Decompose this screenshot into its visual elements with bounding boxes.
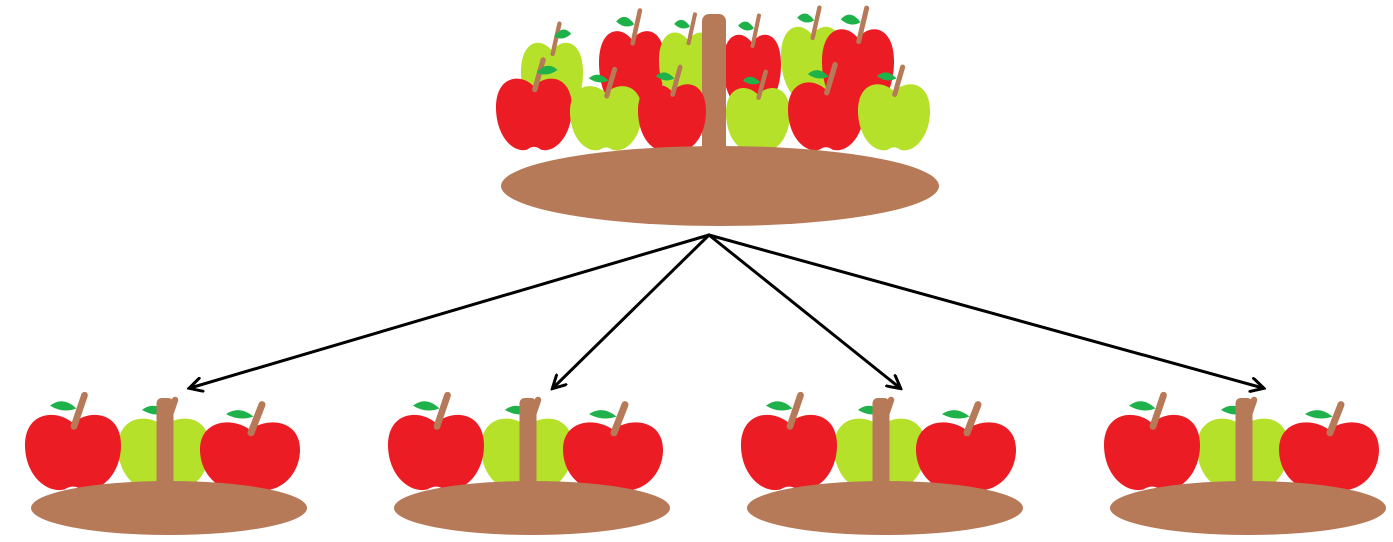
small-basket-3 (740, 391, 1023, 535)
basket-base (747, 481, 1023, 535)
apple-left (24, 391, 122, 491)
apple-body (569, 86, 643, 151)
apple-stem (70, 391, 88, 430)
apple-stem (824, 62, 838, 96)
arrow-to-small-basket-1 (190, 233, 711, 388)
apple-leaf (674, 19, 691, 29)
small-basket-2 (387, 391, 670, 535)
apple-stem (686, 12, 697, 46)
apple-front-5 (787, 62, 865, 151)
basket-handle (1235, 398, 1253, 495)
apple-body (199, 422, 301, 491)
apple-stem (550, 21, 562, 57)
apple-stem (756, 69, 768, 100)
apple-leaf (536, 65, 558, 75)
apple-leaf (49, 401, 77, 411)
large-basket (495, 5, 939, 226)
apple-stem (856, 5, 870, 45)
apple-leaf (1128, 401, 1156, 411)
apple-stem (610, 401, 629, 437)
apple-stem (963, 401, 982, 437)
small-basket-1 (24, 391, 307, 535)
apple-leaf (655, 72, 675, 81)
basket-base (394, 481, 670, 535)
apple-body (495, 78, 573, 151)
basket-handle (702, 14, 726, 160)
basket-base (1110, 481, 1386, 535)
apple-stem (1149, 391, 1167, 430)
apple-body (915, 422, 1017, 491)
apple-right (562, 401, 664, 491)
apple-stem (892, 64, 906, 97)
small-basket-4 (1103, 391, 1386, 535)
baskets-layer (24, 5, 1386, 535)
apple-front-2 (569, 66, 643, 151)
basket-handle (519, 398, 537, 495)
apple-body (740, 414, 838, 491)
apple-body (725, 88, 791, 151)
apple-leaf (765, 401, 793, 411)
apple-leaf (1305, 410, 1333, 419)
apple-right (1278, 401, 1380, 491)
apple-leaf (412, 401, 440, 411)
apple-body (637, 84, 707, 151)
apple-leaf (797, 13, 815, 23)
apple-body (24, 414, 122, 491)
apple-leaf (807, 70, 829, 79)
apple-leaf (738, 21, 755, 31)
apple-front-6 (857, 64, 931, 151)
arrow-to-small-basket-3 (707, 233, 900, 388)
apple-body (857, 84, 931, 151)
apple-body (387, 414, 485, 491)
apple-body (1103, 414, 1201, 491)
apple-left (387, 391, 485, 491)
apple-leaf (616, 16, 635, 27)
apple-leaf (589, 410, 617, 419)
apple-front-1 (495, 57, 573, 151)
apple-body (562, 422, 664, 491)
apple-stem (810, 5, 822, 41)
apple-leaf (840, 14, 861, 25)
apple-leaf (942, 410, 970, 419)
arrow-to-small-basket-2 (553, 233, 711, 388)
apple-stem (604, 66, 618, 99)
apple-left (740, 391, 838, 491)
apple-stem (1326, 401, 1345, 437)
apple-leaf (554, 29, 572, 39)
apple-stem (670, 64, 683, 97)
basket-handle (156, 398, 174, 495)
apple-stem (750, 13, 761, 49)
apple-stem (247, 401, 266, 437)
arrows-layer (190, 233, 1263, 388)
apple-leaf (876, 72, 897, 81)
basket-handle (872, 398, 890, 495)
apple-left (1103, 391, 1201, 491)
apple-leaf (588, 74, 609, 83)
apple-leaf (226, 410, 254, 419)
apple-stem (786, 391, 804, 430)
apple-front-3 (637, 64, 707, 151)
basket-base (31, 481, 307, 535)
basket-base (501, 146, 939, 226)
arrow-to-small-basket-4 (707, 233, 1263, 388)
apple-body (787, 82, 865, 151)
apple-leaf (742, 76, 761, 85)
apple-right (199, 401, 301, 491)
apple-front-4 (725, 69, 791, 151)
apple-right (915, 401, 1017, 491)
apple-stem (630, 8, 643, 46)
apple-stem (433, 391, 451, 430)
apple-body (1278, 422, 1380, 491)
apple-stem (532, 57, 546, 93)
